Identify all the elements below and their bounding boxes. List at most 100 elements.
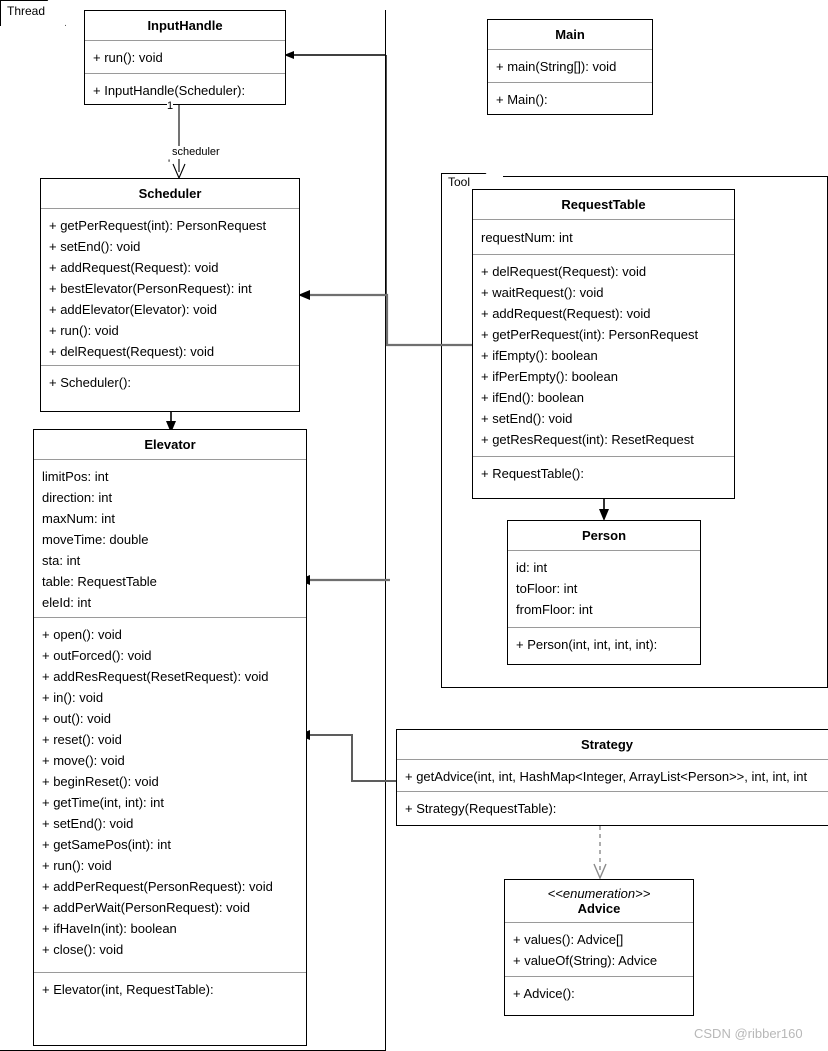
class-member: + getPerRequest(int): PersonRequest <box>49 218 267 233</box>
class-member: + beginReset(): void <box>42 774 159 789</box>
class-member: + out(): void <box>42 711 112 726</box>
class-member: + InputHandle(Scheduler): <box>93 83 246 98</box>
connector-strategy-to-advice <box>591 826 609 882</box>
class-member: eleId: int <box>42 595 92 610</box>
class-request-table-attributes: requestNum: int <box>473 219 734 254</box>
class-member: + close(): void <box>42 942 124 957</box>
class-person-attributes: id: int toFloor: int fromFloor: int <box>508 550 700 627</box>
class-member: + Main(): <box>496 92 548 107</box>
class-elevator-attributes: limitPos: int direction: int maxNum: int… <box>34 459 306 617</box>
class-member: + getPerRequest(int): PersonRequest <box>481 327 699 342</box>
class-request-table[interactable]: RequestTable requestNum: int + delReques… <box>472 189 735 499</box>
class-elevator-methods: + open(): void + outForced(): void + add… <box>34 617 306 972</box>
class-person-constructors: + Person(int, int, int, int): <box>508 627 700 660</box>
class-elevator[interactable]: Elevator limitPos: int direction: int ma… <box>33 429 307 1046</box>
class-member: sta: int <box>42 553 81 568</box>
class-main-constructors: + Main(): <box>488 82 652 116</box>
class-member: table: RequestTable <box>42 574 157 589</box>
class-member: + waitRequest(): void <box>481 285 604 300</box>
class-member: + addRequest(Request): void <box>49 260 219 275</box>
connector-inputhandle-to-scheduler <box>170 100 194 185</box>
class-member: + run(): void <box>49 323 119 338</box>
class-member: + getTime(int, int): int <box>42 795 164 810</box>
class-member: + Elevator(int, RequestTable): <box>42 982 214 997</box>
package-tool-tab: Tool <box>441 173 503 193</box>
class-advice-methods: + values(): Advice[] + valueOf(String): … <box>505 922 693 976</box>
class-member: + open(): void <box>42 627 122 642</box>
class-member: + Strategy(RequestTable): <box>405 801 557 816</box>
class-strategy-constructors: + Strategy(RequestTable): <box>397 791 828 824</box>
class-elevator-title: Elevator <box>144 437 196 452</box>
connector-requesttable-to-person <box>596 498 612 524</box>
edge-label-tick: ' <box>168 158 171 171</box>
package-thread-label: Thread <box>7 4 46 18</box>
connector-strategy-to-elevator <box>295 725 405 795</box>
class-member: id: int <box>516 560 548 575</box>
class-member: + setEnd(): void <box>481 411 573 426</box>
class-member: moveTime: double <box>42 532 149 547</box>
class-person[interactable]: Person id: int toFloor: int fromFloor: i… <box>507 520 701 665</box>
class-member: + setEnd(): void <box>49 239 141 254</box>
class-member: + RequestTable(): <box>481 466 584 481</box>
class-member: + Scheduler(): <box>49 375 132 390</box>
class-member: + Advice(): <box>513 986 575 1001</box>
class-advice-stereotype: <<enumeration>> <box>547 886 651 901</box>
class-member: + ifPerEmpty(): boolean <box>481 369 618 384</box>
class-request-table-title: RequestTable <box>561 197 646 212</box>
class-member: + valueOf(String): Advice <box>513 953 658 968</box>
connector-requesttable-to-scheduler <box>295 285 485 355</box>
connector-requesttable-to-elevator <box>295 570 395 590</box>
class-member: + addRequest(Request): void <box>481 306 651 321</box>
class-member: requestNum: int <box>481 230 573 245</box>
class-member: toFloor: int <box>516 581 578 596</box>
class-member: + run(): void <box>93 50 163 65</box>
connector-requesttable-to-inputhandle <box>280 45 390 65</box>
class-member: + delRequest(Request): void <box>49 344 215 359</box>
class-member: + move(): void <box>42 753 125 768</box>
class-member: + setEnd(): void <box>42 816 134 831</box>
class-member: + addPerWait(PersonRequest): void <box>42 900 250 915</box>
class-strategy-title: Strategy <box>580 737 634 752</box>
class-member: + Person(int, int, int, int): <box>516 637 658 652</box>
class-member: direction: int <box>42 490 113 505</box>
class-scheduler-methods: + getPerRequest(int): PersonRequest + se… <box>41 208 299 365</box>
class-strategy[interactable]: Strategy + getAdvice(int, int, HashMap<I… <box>396 729 828 826</box>
watermark-label: CSDN @ribber160 <box>694 1026 803 1041</box>
class-person-title: Person <box>581 528 627 543</box>
class-member: + run(): void <box>42 858 112 873</box>
class-input-handle-title: InputHandle <box>147 18 223 33</box>
class-member: + reset(): void <box>42 732 122 747</box>
class-main[interactable]: Main + main(String[]): void + Main(): <box>487 19 653 115</box>
class-advice-constructors: + Advice(): <box>505 976 693 1009</box>
class-member: + getAdvice(int, int, HashMap<Integer, A… <box>405 769 808 784</box>
class-member: + ifEmpty(): boolean <box>481 348 598 363</box>
package-tool-label: Tool <box>448 175 471 189</box>
class-member: + ifEnd(): boolean <box>481 390 584 405</box>
class-scheduler-title: Scheduler <box>138 186 202 201</box>
class-input-handle[interactable]: InputHandle + run(): void + InputHandle(… <box>84 10 286 105</box>
class-member: + getResRequest(int): ResetRequest <box>481 432 694 447</box>
class-scheduler-constructors: + Scheduler(): <box>41 365 299 397</box>
class-request-table-methods: + delRequest(Request): void + waitReques… <box>473 254 734 456</box>
class-member: + outForced(): void <box>42 648 152 663</box>
class-main-methods: + main(String[]): void <box>488 49 652 82</box>
class-member: + addElevator(Elevator): void <box>49 302 218 317</box>
class-request-table-constructors: + RequestTable(): <box>473 456 734 487</box>
class-input-handle-methods: + run(): void <box>85 40 285 73</box>
class-member: + addResRequest(ResetRequest): void <box>42 669 269 684</box>
package-thread-tab-shape <box>0 0 66 26</box>
class-member: + bestElevator(PersonRequest): int <box>49 281 252 296</box>
class-member: + in(): void <box>42 690 104 705</box>
class-elevator-constructors: + Elevator(int, RequestTable): <box>34 972 306 1005</box>
class-advice[interactable]: <<enumeration>> Advice + values(): Advic… <box>504 879 694 1016</box>
class-member: + main(String[]): void <box>496 59 617 74</box>
class-member: + values(): Advice[] <box>513 932 624 947</box>
edge-label-role-scheduler: scheduler <box>172 146 220 159</box>
class-strategy-methods: + getAdvice(int, int, HashMap<Integer, A… <box>397 759 828 791</box>
edge-label-multiplicity-one: 1 <box>167 100 174 113</box>
class-member: + getSamePos(int): int <box>42 837 171 852</box>
class-scheduler[interactable]: Scheduler + getPerRequest(int): PersonRe… <box>40 178 300 412</box>
class-advice-name: Advice <box>577 901 621 916</box>
class-member: fromFloor: int <box>516 602 593 617</box>
